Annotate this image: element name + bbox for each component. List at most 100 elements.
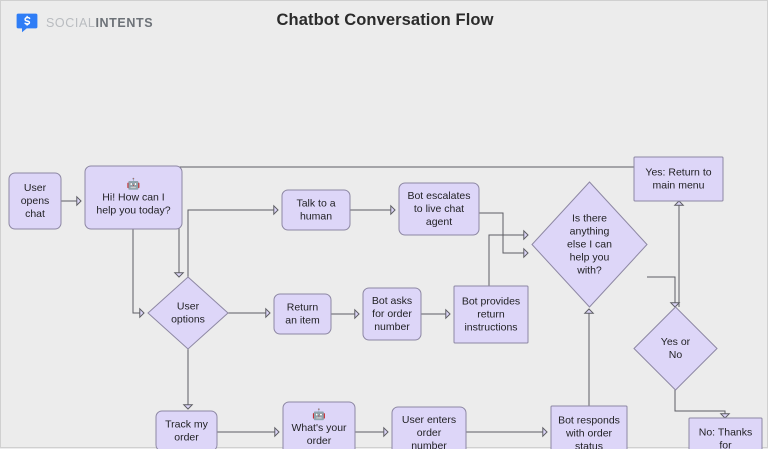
node-greeting-label: Hi! How can I bbox=[102, 191, 164, 203]
node-greeting-shape bbox=[84, 165, 183, 230]
brand-wordmark: SOCIALINTENTS bbox=[46, 17, 153, 30]
node-is-there-anything-else-label: Is there bbox=[572, 212, 607, 224]
node-bot-escalates-to-live-chat-agent-label: agent bbox=[426, 216, 452, 228]
node-track-my-order-label: order bbox=[174, 431, 199, 443]
node-user-options-label: User bbox=[177, 300, 200, 312]
node-user-enters-order-number-label: order bbox=[417, 427, 442, 439]
node-bot-responds-with-order-status-label: with order bbox=[565, 427, 613, 439]
edge-user-options-to-track-my-order bbox=[182, 349, 194, 410]
node-bot-asks-for-order-number-shape bbox=[362, 287, 422, 341]
node-yes-or-no-shape bbox=[633, 306, 718, 391]
edge-greeting-to-user-options bbox=[132, 229, 145, 319]
node-return-an-item-label: an item bbox=[285, 314, 320, 326]
node-bot-asks-for-order-number-label: for order bbox=[372, 308, 412, 320]
node-return-an-item-label: Return bbox=[287, 301, 319, 313]
node-bot-responds-with-order-status-label: status bbox=[575, 440, 603, 449]
node-no-thanks-for-chatting-shape bbox=[688, 417, 763, 449]
node-bot-provides-return-instructions-label: return bbox=[477, 308, 505, 320]
node-talk-to-a-human-label: Talk to a bbox=[296, 197, 335, 209]
node-track-my-order-shape bbox=[155, 410, 218, 449]
node-user-opens-chat-label: User bbox=[24, 182, 47, 194]
edge-yes-or-no-to-no-thanks bbox=[674, 390, 731, 419]
node-whats-your-order-number-label: What's your bbox=[291, 422, 347, 434]
node-return-an-item-shape bbox=[273, 293, 332, 335]
edge-bot-responds-to-anything-else bbox=[583, 308, 595, 406]
node-is-there-anything-else-label: with? bbox=[576, 264, 602, 276]
edge-bot-asks-to-return-instructions bbox=[421, 308, 451, 320]
node-greeting-label: help you today? bbox=[96, 204, 170, 216]
node-bot-provides-return-instructions-shape bbox=[453, 285, 529, 344]
node-bot-provides-return-instructions-label: instructions bbox=[464, 321, 517, 333]
node-talk-to-a-human-shape bbox=[281, 189, 351, 231]
node-no-thanks-for-chatting-label: for bbox=[719, 439, 732, 449]
node-bot-asks-for-order-number-label: number bbox=[374, 321, 410, 333]
edge-user-enters-to-bot-responds bbox=[466, 426, 548, 438]
node-is-there-anything-else-shape bbox=[531, 181, 648, 308]
node-whats-your-order-number-shape bbox=[282, 401, 356, 449]
node-is-there-anything-else-label: anything bbox=[570, 225, 610, 237]
node-user-options-shape bbox=[147, 276, 229, 350]
node-whats-your-order-number[interactable]: 🤖What's yourordernumber? bbox=[282, 401, 356, 449]
node-bot-provides-return-instructions-label: Bot provides bbox=[462, 295, 520, 307]
node-user-options-label: options bbox=[171, 313, 205, 325]
node-yes-return-to-main-menu-label: main menu bbox=[653, 179, 705, 191]
node-user-opens-chat-shape bbox=[8, 172, 62, 230]
node-greeting-emoji-icon: 🤖 bbox=[127, 177, 141, 190]
social-intents-speech-bubble-logo bbox=[15, 11, 39, 35]
edge-talk-to-human-to-bot-escalates bbox=[350, 204, 396, 216]
edge-track-my-order-to-whats-order-number bbox=[217, 426, 280, 438]
brand-word-social: SOCIAL bbox=[46, 15, 96, 30]
node-no-thanks-for-chatting[interactable]: No: Thanksforchatting! 👋 bbox=[688, 417, 763, 449]
node-bot-asks-for-order-number-label: Bot asks bbox=[372, 295, 412, 307]
node-is-there-anything-else-label: else I can bbox=[567, 238, 612, 250]
node-bot-escalates-to-live-chat-agent-label: Bot escalates bbox=[407, 190, 470, 202]
node-yes-or-no-label: No bbox=[669, 349, 683, 361]
edge-user-options-to-talk-to-human bbox=[187, 204, 279, 277]
edge-bot-escalates-to-anything-else bbox=[479, 212, 529, 259]
edge-user-options-to-return-an-item bbox=[228, 307, 271, 319]
node-track-my-order-label: Track my bbox=[165, 418, 209, 430]
node-bot-escalates-to-live-chat-agent-shape bbox=[398, 182, 480, 236]
edge-yes-or-no-to-yes-return-main-menu bbox=[673, 200, 685, 307]
node-whats-your-order-number-emoji-icon: 🤖 bbox=[312, 408, 326, 421]
edge-return-instructions-to-anything-else bbox=[488, 229, 529, 286]
node-user-opens-chat-label: chat bbox=[25, 208, 45, 220]
node-is-there-anything-else-label: help you bbox=[570, 251, 610, 263]
brand-word-intents: INTENTS bbox=[95, 15, 154, 30]
node-yes-return-to-main-menu-shape bbox=[633, 156, 724, 202]
edge-anything-else-to-yes-or-no bbox=[647, 276, 681, 308]
node-yes-or-no-label: Yes or bbox=[661, 336, 691, 348]
node-user-enters-order-number-label: number bbox=[411, 440, 447, 449]
brand-logo: SOCIALINTENTS bbox=[15, 11, 153, 35]
node-bot-responds-with-order-status-shape bbox=[550, 405, 628, 449]
edge-return-an-item-to-bot-asks bbox=[331, 308, 360, 320]
edge-user-opens-chat-to-greeting bbox=[61, 195, 82, 207]
node-whats-your-order-number-label: order bbox=[307, 435, 332, 447]
page-header: SOCIALINTENTS Chatbot Conversation Flow bbox=[1, 1, 768, 45]
node-user-opens-chat-label: opens bbox=[21, 195, 50, 207]
node-bot-escalates-to-live-chat-agent-label: to live chat bbox=[414, 203, 464, 215]
node-bot-responds-with-order-status-label: Bot responds bbox=[558, 414, 620, 426]
page-title: Chatbot Conversation Flow bbox=[276, 11, 494, 29]
node-user-enters-order-number-shape bbox=[391, 406, 467, 449]
edge-whats-order-number-to-user-enters bbox=[355, 426, 389, 438]
node-no-thanks-for-chatting-label: No: Thanks bbox=[699, 426, 753, 438]
node-yes-return-to-main-menu-label: Yes: Return to bbox=[645, 166, 711, 178]
